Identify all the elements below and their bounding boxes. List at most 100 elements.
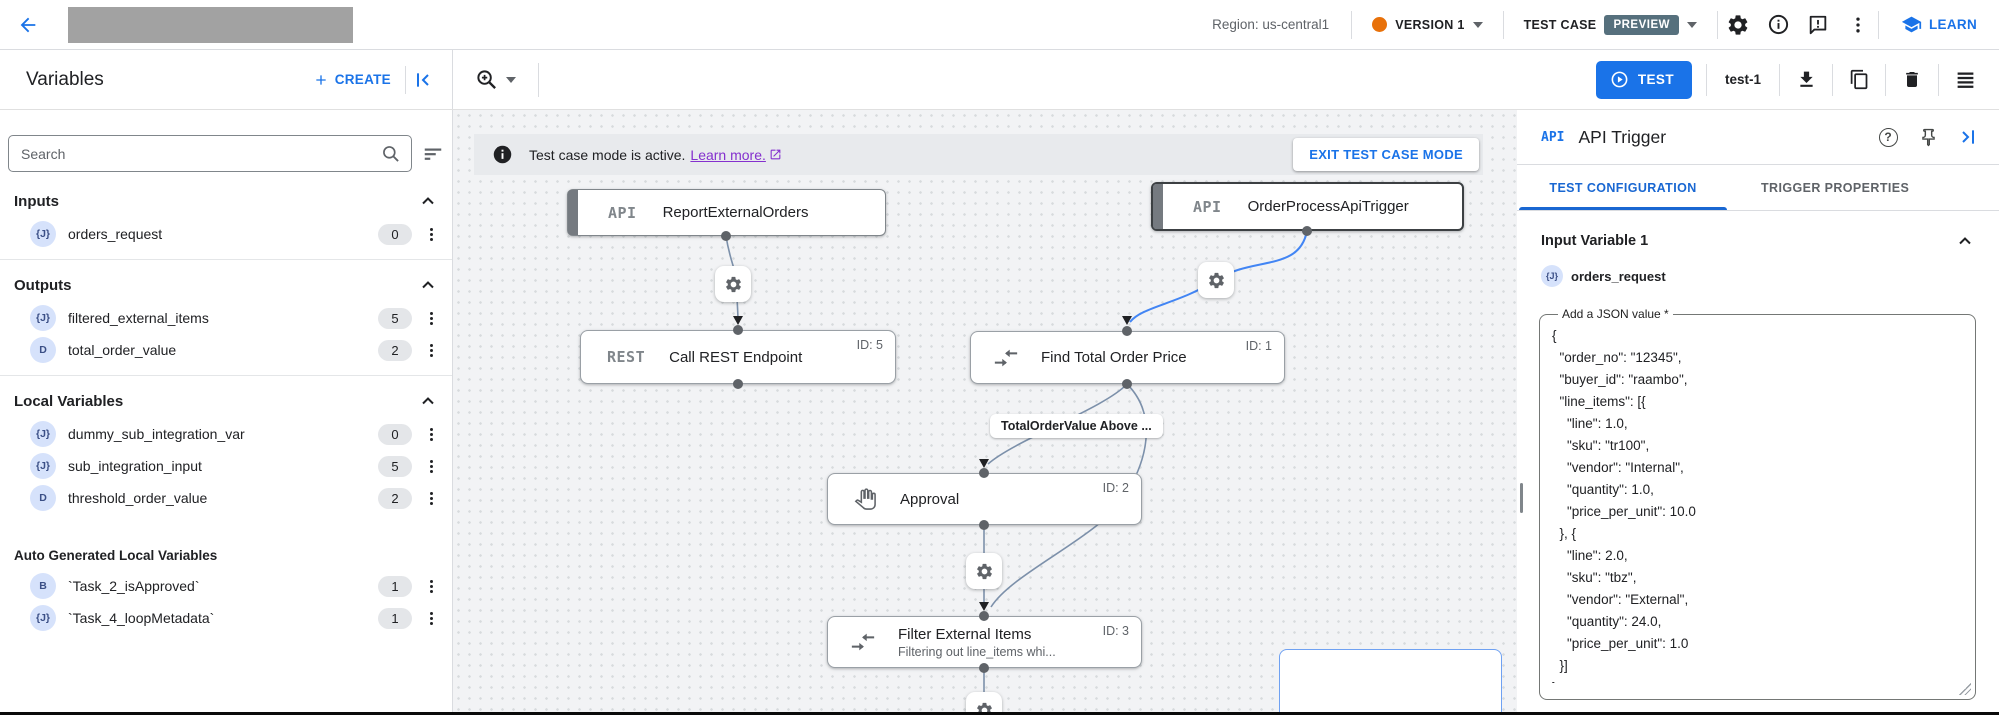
info-icon (493, 145, 512, 164)
chevron-up-icon[interactable] (1955, 231, 1975, 251)
zoom-dropdown[interactable] (453, 68, 538, 91)
back-button[interactable] (8, 5, 48, 45)
plus-icon (316, 74, 326, 85)
connector-dot[interactable] (1302, 226, 1312, 236)
learn-link[interactable]: LEARN (1879, 14, 1999, 35)
chevron-up-icon[interactable] (418, 191, 438, 211)
test-button[interactable]: TEST (1595, 60, 1692, 99)
row-menu-button[interactable] (418, 421, 444, 447)
variable-row[interactable]: D total_order_value 2 (0, 334, 452, 366)
edge-menu-gear-icon[interactable] (1198, 262, 1234, 298)
row-menu-button[interactable] (418, 605, 444, 631)
connector-dot[interactable] (979, 468, 989, 478)
node-subtitle: Filtering out line_items whi... (898, 644, 1056, 659)
input-variable-section-header[interactable]: Input Variable 1 (1541, 231, 1975, 251)
variable-row[interactable]: {J} sub_integration_input 5 (0, 450, 452, 482)
settings-button[interactable] (1718, 5, 1758, 45)
var-type-icon: {J} (30, 221, 56, 247)
connector-dot[interactable] (733, 325, 743, 335)
edge-condition-label[interactable]: TotalOrderValue Above ... (990, 414, 1163, 438)
variable-name: sub_integration_input (68, 458, 202, 474)
chevron-up-icon[interactable] (418, 391, 438, 411)
node-id-label: ID: 2 (1102, 481, 1129, 495)
tab-test-configuration[interactable]: TEST CONFIGURATION (1517, 165, 1729, 210)
inputs-section-header[interactable]: Inputs (14, 184, 438, 218)
list-menu-button[interactable] (1939, 60, 1991, 100)
more-menu-button[interactable] (1838, 5, 1878, 45)
variable-name: `Task_4_loopMetadata` (68, 610, 215, 626)
variable-row[interactable]: {J} filtered_external_items 5 (0, 302, 452, 334)
search-input[interactable] (21, 145, 381, 162)
exit-test-case-mode-button[interactable]: EXIT TEST CASE MODE (1293, 138, 1479, 171)
variable-row[interactable]: {J} orders_request 0 (0, 218, 452, 250)
row-menu-button[interactable] (418, 305, 444, 331)
json-value-textarea[interactable]: { "order_no": "12345", "buyer_id": "raam… (1552, 328, 1696, 683)
learn-more-link[interactable]: Learn more. (690, 146, 766, 163)
learn-label: LEARN (1929, 17, 1977, 32)
info-button[interactable] (1758, 5, 1798, 45)
outputs-section-header[interactable]: Outputs (14, 268, 438, 302)
autogen-section-header: Auto Generated Local Variables (14, 540, 438, 570)
usage-count-badge: 5 (378, 455, 412, 477)
row-menu-button[interactable] (418, 485, 444, 511)
node-filter-external-items[interactable]: Filter External Items Filtering out line… (827, 616, 1142, 668)
row-menu-button[interactable] (418, 453, 444, 479)
node-approval[interactable]: Approval ID: 2 (827, 473, 1142, 525)
node-call-rest-endpoint[interactable]: REST Call REST Endpoint ID: 5 (580, 330, 896, 384)
node-order-process-api-trigger[interactable]: API OrderProcessApiTrigger (1151, 182, 1464, 231)
collapse-variables-panel-icon[interactable] (406, 63, 440, 97)
connector-dot[interactable] (979, 520, 989, 530)
row-menu-button[interactable] (418, 573, 444, 599)
divider (1502, 10, 1504, 39)
variable-row[interactable]: D threshold_order_value 2 (0, 482, 452, 514)
variable-row[interactable]: {J} `Task_4_loopMetadata` 1 (0, 602, 452, 634)
tab-trigger-properties[interactable]: TRIGGER PROPERTIES (1761, 180, 1910, 195)
test-case-dropdown[interactable]: TEST CASE PREVIEW (1504, 0, 1717, 49)
panel-scrollbar[interactable] (1520, 483, 1523, 513)
edge-menu-gear-icon[interactable] (966, 692, 1002, 715)
delete-button[interactable] (1886, 60, 1938, 100)
var-type-icon: {J} (30, 305, 56, 331)
node-report-external-orders[interactable]: API ReportExternalOrders (567, 189, 886, 236)
node-find-total-order-price[interactable]: Find Total Order Price ID: 1 (970, 331, 1285, 384)
download-button[interactable] (1780, 60, 1832, 100)
connector-dot[interactable] (979, 611, 989, 621)
connector-dot[interactable] (1122, 326, 1132, 336)
local-variables-section-header[interactable]: Local Variables (14, 384, 438, 418)
annotation-box[interactable] (1279, 649, 1502, 715)
divider (538, 62, 539, 97)
help-button[interactable]: ? (1871, 120, 1905, 154)
row-menu-button[interactable] (418, 337, 444, 363)
more-vert-icon (429, 491, 433, 505)
help-icon: ? (1878, 127, 1898, 147)
sort-variables-button[interactable] (422, 143, 444, 165)
resize-handle[interactable] (1959, 683, 1971, 695)
copy-button[interactable] (1833, 60, 1885, 100)
var-type-icon: D (30, 485, 56, 511)
copy-icon (1850, 69, 1867, 90)
variable-row[interactable]: B `Task_2_isApproved` 1 (0, 570, 452, 602)
api-trigger-type-icon: API (1541, 129, 1565, 145)
version-dropdown[interactable]: VERSION 1 (1352, 0, 1502, 49)
connector-dot[interactable] (979, 663, 989, 673)
connector-dot[interactable] (721, 231, 731, 241)
create-variable-button[interactable]: CREATE (299, 72, 405, 88)
test-case-label: TEST CASE (1523, 17, 1597, 32)
node-title: Find Total Order Price (1041, 349, 1187, 366)
row-menu-button[interactable] (418, 221, 444, 247)
connector-dot[interactable] (1122, 379, 1132, 389)
edge-menu-gear-icon[interactable] (966, 553, 1002, 589)
node-id-label: ID: 1 (1245, 339, 1272, 353)
info-icon (1768, 14, 1788, 35)
trigger-accent-bar (568, 190, 578, 235)
connector-dot[interactable] (733, 379, 743, 389)
feedback-button[interactable] (1798, 5, 1838, 45)
node-id-label: ID: 5 (856, 338, 883, 352)
edge-menu-gear-icon[interactable] (715, 266, 751, 302)
chevron-up-icon[interactable] (418, 275, 438, 295)
collapse-panel-button[interactable] (1951, 120, 1985, 154)
variable-row[interactable]: {J} dummy_sub_integration_var 0 (0, 418, 452, 450)
pin-button[interactable] (1911, 120, 1945, 154)
play-icon (1611, 71, 1628, 88)
integration-canvas[interactable]: Test case mode is active. Learn more. EX… (453, 110, 1517, 715)
